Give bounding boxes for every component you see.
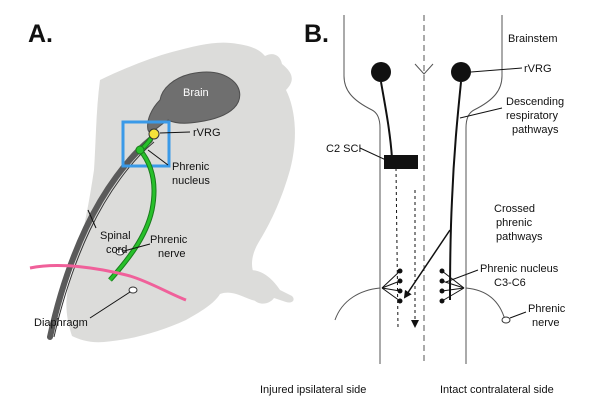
phrenic-nucleus-leader-b xyxy=(445,269,479,283)
phrenic-nucleus-left xyxy=(397,268,403,304)
spinal-cord-leader xyxy=(87,209,97,229)
phrenic-nerve-left xyxy=(334,287,381,321)
descending-pathway-left-lesioned xyxy=(395,167,399,329)
crossed-label-2: phrenic xyxy=(496,217,533,229)
highlight-box xyxy=(121,120,171,168)
phrenic-nucleus-label-1: Phrenic xyxy=(172,161,210,173)
brainstem-label: Brainstem xyxy=(508,33,558,45)
crossed-pathway-arrow xyxy=(403,229,451,299)
injured-side-label: Injured ipsilateral side xyxy=(260,384,366,396)
phrenic-nerve-right xyxy=(465,287,506,321)
panel-a-letter: A. xyxy=(28,20,53,48)
panel-a: A. Brain rVRG Phrenic nucleus S xyxy=(28,20,295,343)
spinal-cord xyxy=(47,137,153,340)
rat-hindpaw xyxy=(250,270,294,304)
rootlets-right xyxy=(441,270,465,302)
descending-label-3: pathways xyxy=(512,124,559,136)
phrenic-nucleus-right xyxy=(439,268,445,304)
cord-outline-left xyxy=(343,15,381,364)
phrenic-pathway xyxy=(108,133,156,281)
phrenic-nerve-label-2: nerve xyxy=(158,248,186,260)
diaphragm-leader xyxy=(89,291,131,319)
brain-shape xyxy=(147,71,241,133)
rvrg-label-b: rVRG xyxy=(524,63,552,75)
rvrg-neuron-right xyxy=(451,62,471,82)
rvrg-leader-b xyxy=(470,67,523,73)
diaphragm-label: Diaphragm xyxy=(34,317,88,329)
phrenic-nucleus-label-2: nucleus xyxy=(172,175,210,187)
brain-label: Brain xyxy=(183,87,209,99)
phrenic-nucleus-label-b-1: Phrenic nucleus xyxy=(480,263,559,275)
rat-forelimb xyxy=(150,250,200,300)
phrenic-nerve-label-b-1: Phrenic xyxy=(528,303,566,315)
spinal-cord-edge xyxy=(53,141,155,338)
phrenic-nerve-label-b-2: nerve xyxy=(532,317,560,329)
panel-b-letter: B. xyxy=(304,20,329,48)
rvrg-leader xyxy=(159,131,191,134)
cord-outline-right xyxy=(465,15,503,364)
crossed-label-3: pathways xyxy=(496,231,543,243)
phrenic-nerve-marker xyxy=(115,248,125,256)
diaphragm-line xyxy=(29,264,187,302)
phrenic-nucleus-leader xyxy=(147,149,169,166)
rvrg-label: rVRG xyxy=(193,127,221,139)
spinal-cord-label-2: cord xyxy=(106,244,127,256)
rvrg-neuron-left xyxy=(371,62,391,82)
panel-b: B. xyxy=(260,15,566,396)
descending-pathway-right xyxy=(449,81,462,301)
c2-sci-leader xyxy=(359,147,387,161)
midline-notch xyxy=(414,63,434,75)
spinal-cord-label-1: Spinal xyxy=(100,230,131,242)
descending-label-1: Descending xyxy=(506,96,564,108)
rootlets-left xyxy=(381,270,401,302)
phrenic-nerve-leader xyxy=(123,243,151,252)
phrenic-nerve-label-1: Phrenic xyxy=(150,234,188,246)
diaphragm-marker xyxy=(128,286,138,294)
crossed-label-1: Crossed xyxy=(494,203,535,215)
rvrg-neuron xyxy=(148,128,160,140)
intact-side-label: Intact contralateral side xyxy=(440,384,554,396)
phrenic-neuron xyxy=(135,145,145,155)
phrenic-nerve-leader-b xyxy=(509,311,527,319)
phrenic-nucleus-label-b-2: C3-C6 xyxy=(494,277,526,289)
descending-label-2: respiratory xyxy=(506,110,558,122)
c2-sci-lesion xyxy=(384,155,418,169)
c2-sci-label: C2 SCI xyxy=(326,143,361,155)
descending-pathway-left xyxy=(380,81,393,159)
phrenic-nerve-marker-b xyxy=(501,316,511,324)
descending-leader xyxy=(459,107,503,119)
